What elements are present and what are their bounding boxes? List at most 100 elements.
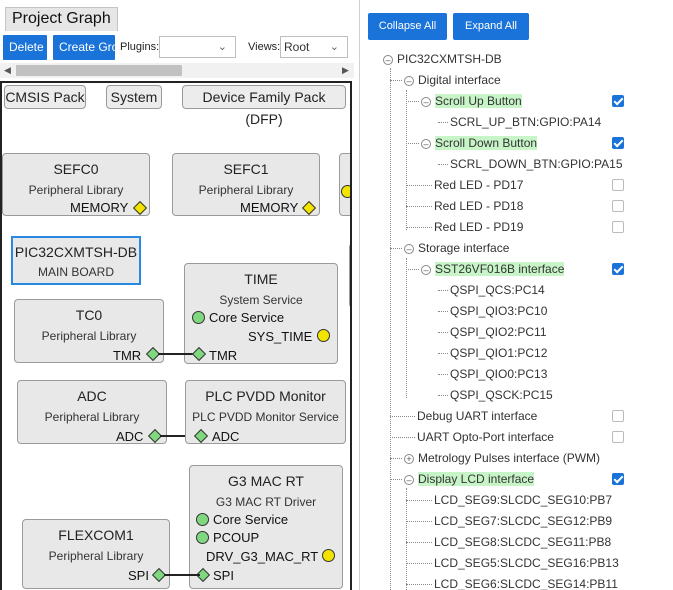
- tree-node[interactable]: –Scroll Down Button: [421, 134, 538, 152]
- collapse-icon[interactable]: –: [404, 474, 414, 485]
- tree-node[interactable]: –Display LCD interface: [404, 470, 535, 488]
- tree-line: [390, 479, 402, 480]
- tree-node-checkbox[interactable]: [612, 221, 624, 233]
- dependency-label: Core Service: [209, 310, 285, 325]
- graph-canvas[interactable]: CMSIS Pack System Device Family Pack (DF…: [0, 81, 352, 590]
- collapse-icon[interactable]: –: [421, 138, 431, 149]
- tree-node[interactable]: SCRL_DOWN_BTN:GPIO:PA15: [450, 155, 623, 173]
- collapse-icon[interactable]: –: [404, 243, 414, 254]
- tree-node[interactable]: –SST26VF016B interface: [421, 260, 565, 278]
- tree-line: [438, 164, 448, 165]
- tree-node-checkbox[interactable]: [612, 473, 624, 485]
- tree-node-label: Scroll Up Button: [435, 94, 522, 108]
- delete-button[interactable]: Delete: [3, 35, 47, 60]
- tree-node-label: QSPI_QSCK:PC15: [450, 388, 553, 402]
- component-flexcom1[interactable]: FLEXCOM1 Peripheral Library: [22, 519, 170, 589]
- tree-node[interactable]: –Scroll Up Button: [421, 92, 522, 110]
- tree-node[interactable]: LCD_SEG9:SLCDC_SEG10:PB7: [434, 491, 612, 509]
- tree-node[interactable]: LCD_SEG7:SLCDC_SEG12:PB9: [434, 512, 612, 530]
- pack-cmsis[interactable]: CMSIS Pack: [4, 85, 86, 109]
- tree-node-checkbox[interactable]: [612, 95, 624, 107]
- component-subtitle: Peripheral Library: [48, 549, 144, 563]
- component-title: PIC32CXMTSH-DB: [14, 244, 138, 260]
- tree-node[interactable]: Red LED - PD17: [434, 176, 523, 194]
- tree-node[interactable]: UART Opto-Port interface: [417, 428, 554, 446]
- scroll-left-icon[interactable]: ◀: [4, 65, 11, 75]
- pcoup-dependency-icon[interactable]: [196, 531, 209, 544]
- tree-line: [438, 311, 448, 312]
- plugins-select[interactable]: ⌄: [159, 36, 236, 58]
- expand-all-button[interactable]: Expand All: [453, 13, 529, 40]
- tree-node[interactable]: QSPI_QIO3:PC10: [450, 302, 547, 320]
- collapse-icon[interactable]: –: [421, 264, 431, 275]
- tree-line: [406, 542, 432, 543]
- tree-node[interactable]: Debug UART interface: [417, 407, 537, 425]
- tree-node[interactable]: SCRL_UP_BTN:GPIO:PA14: [450, 113, 601, 131]
- connection-line: [164, 574, 200, 576]
- component-subtitle: MAIN BOARD: [37, 265, 114, 279]
- component-subtitle: System Service: [219, 293, 303, 307]
- core-service-dependency-icon[interactable]: [196, 513, 209, 526]
- tree-line: [390, 80, 402, 81]
- tree-node-checkbox[interactable]: [612, 179, 624, 191]
- pack-dfp[interactable]: Device Family Pack (DFP): [182, 85, 346, 127]
- tree-node[interactable]: LCD_SEG8:SLCDC_SEG11:PB8: [434, 533, 611, 551]
- tree-node[interactable]: QSPI_QIO1:PC12: [450, 344, 547, 362]
- create-group-button[interactable]: Create Gro: [53, 35, 115, 60]
- collapse-icon[interactable]: –: [404, 75, 414, 86]
- tree-node-label: UART Opto-Port interface: [417, 430, 554, 444]
- tree-node[interactable]: +Metrology Pulses interface (PWM): [404, 449, 600, 467]
- tree-node[interactable]: –Storage interface: [404, 239, 509, 257]
- tree-node[interactable]: Red LED - PD19: [434, 218, 523, 236]
- port-label: TMR: [209, 348, 238, 363]
- tree-node-checkbox[interactable]: [612, 200, 624, 212]
- drv-port-icon[interactable]: [322, 549, 335, 562]
- tree-node-checkbox[interactable]: [612, 410, 624, 422]
- tree-node-checkbox[interactable]: [612, 137, 624, 149]
- views-select[interactable]: Root ⌄: [280, 36, 348, 58]
- component-title: G3 MAC RT: [228, 473, 304, 489]
- port-icon[interactable]: [341, 185, 350, 198]
- component-plc-pvdd[interactable]: PLC PVDD Monitor PLC PVDD Monitor Servic…: [185, 380, 346, 444]
- dependency-label: Core Service: [213, 512, 289, 527]
- pack-system[interactable]: System: [106, 85, 162, 109]
- component-time[interactable]: TIME System Service: [184, 263, 338, 364]
- tree-node[interactable]: LCD_SEG6:SLCDC_SEG14:PB11: [434, 575, 618, 590]
- tree-node-label: Scroll Down Button: [435, 136, 538, 150]
- tree-line: [406, 500, 432, 501]
- sys-time-port-icon[interactable]: [317, 329, 330, 342]
- tree-line: [406, 206, 432, 207]
- component-partial-2[interactable]: [349, 243, 350, 308]
- tree-node[interactable]: QSPI_QCS:PC14: [450, 281, 545, 299]
- collapse-all-button[interactable]: Collapse All: [368, 13, 447, 40]
- component-sefc1[interactable]: SEFC1 Peripheral Library: [172, 153, 320, 216]
- component-g3-mac-rt[interactable]: G3 MAC RT G3 MAC RT Driver: [189, 465, 343, 589]
- component-adc[interactable]: ADC Peripheral Library: [17, 380, 167, 444]
- tree-line: [406, 488, 407, 590]
- project-graph-tab[interactable]: Project Graph: [5, 7, 118, 31]
- scrollbar-thumb[interactable]: [16, 65, 182, 76]
- tree-node[interactable]: QSPI_QIO2:PC11: [450, 323, 547, 341]
- collapse-icon[interactable]: –: [421, 96, 431, 107]
- tree-root[interactable]: –PIC32CXMTSH-DB: [383, 50, 502, 68]
- tree-node[interactable]: –Digital interface: [404, 71, 501, 89]
- component-sefc0[interactable]: SEFC0 Peripheral Library: [2, 153, 150, 216]
- scroll-right-icon[interactable]: ▶: [342, 65, 349, 75]
- component-partial[interactable]: [339, 153, 350, 216]
- tree-node[interactable]: QSPI_QSCK:PC15: [450, 386, 553, 404]
- tree-node-checkbox[interactable]: [612, 431, 624, 443]
- tree-node[interactable]: QSPI_QIO0:PC13: [450, 365, 547, 383]
- tree-node-label: QSPI_QCS:PC14: [450, 283, 545, 297]
- collapse-icon[interactable]: –: [383, 54, 393, 65]
- core-service-dependency-icon[interactable]: [192, 311, 205, 324]
- tree-node[interactable]: Red LED - PD18: [434, 197, 523, 215]
- expand-icon[interactable]: +: [404, 453, 414, 464]
- horizontal-scrollbar[interactable]: ◀ ▶: [0, 63, 354, 78]
- tree-line: [406, 521, 432, 522]
- tree-line: [406, 185, 432, 186]
- component-board[interactable]: PIC32CXMTSH-DB MAIN BOARD: [11, 236, 141, 285]
- tree-node-checkbox[interactable]: [612, 263, 624, 275]
- component-tc0[interactable]: TC0 Peripheral Library: [14, 299, 164, 363]
- tree-node[interactable]: LCD_SEG5:SLCDC_SEG16:PB13: [434, 554, 619, 572]
- tree-node-label: LCD_SEG6:SLCDC_SEG14:PB11: [434, 577, 618, 590]
